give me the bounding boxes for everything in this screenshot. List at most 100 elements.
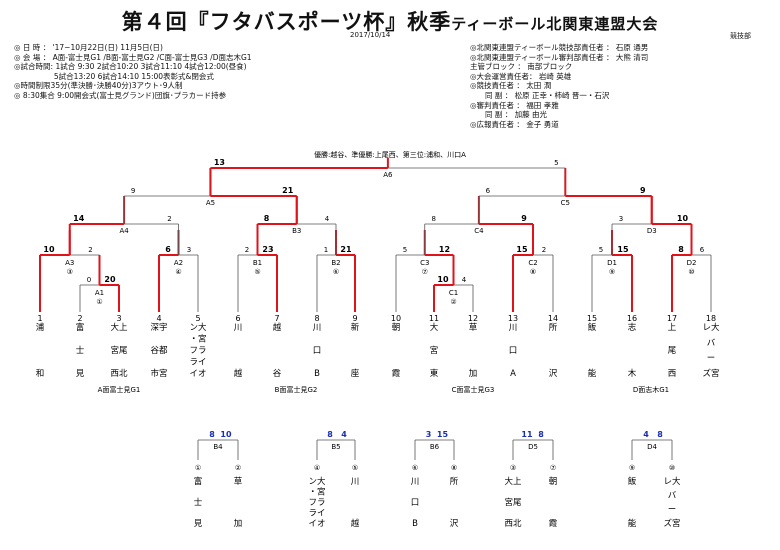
match-score: 3	[187, 246, 191, 254]
consolation-score: 11	[521, 430, 533, 439]
consolation-score: 8	[327, 430, 333, 439]
info-line: ◎広報責任者 ： 金子 勇道	[470, 119, 559, 129]
team-number: 4	[156, 314, 161, 323]
team-name: 所	[549, 322, 558, 333]
team-number: 1	[37, 314, 42, 323]
match-label: A2	[174, 259, 183, 267]
team-name: 加	[469, 368, 478, 379]
team-name: B	[412, 519, 418, 529]
team-name: 口	[313, 346, 322, 356]
department: 競技部	[730, 32, 751, 40]
team-number: 9	[352, 314, 357, 323]
match-label: A4	[120, 227, 130, 235]
team-name: A	[510, 369, 516, 379]
team-name: 大上	[504, 476, 522, 487]
team-name: 宮	[430, 345, 439, 356]
consolation-label: B4	[213, 443, 223, 451]
match-score: 2	[245, 246, 249, 254]
team-name: B	[314, 369, 320, 379]
match-score: 3	[619, 215, 623, 223]
match-score: 15	[516, 245, 528, 254]
team-number: 15	[587, 314, 597, 323]
team-name: ズ宮	[663, 518, 680, 529]
team-name: 深宇	[150, 322, 167, 333]
team-number: 7	[274, 314, 279, 323]
match-label: C5	[561, 199, 570, 207]
consolation-label: B5	[331, 443, 340, 451]
team-name: 越	[273, 322, 282, 333]
event-info: ◎ 日 時 ： '17−10月22日(日) 11月5日(日) ◎ 会 場 ： A…	[14, 43, 252, 101]
match-score: 21	[340, 245, 352, 254]
team-number: 14	[548, 314, 558, 323]
match-label: B3	[292, 227, 301, 235]
team-name: フラ	[308, 498, 325, 508]
consolation-score: 8	[209, 430, 215, 439]
match-number: ⑤	[352, 464, 358, 472]
match-score: 8	[678, 245, 684, 254]
team-name: 谷都	[150, 346, 168, 356]
team-name: 木	[628, 368, 637, 379]
team-name: ・宮	[308, 487, 325, 498]
team-name: 新	[351, 322, 360, 333]
match-score: 12	[439, 245, 450, 254]
team-name: 西	[668, 369, 677, 379]
team-name: レ大	[663, 476, 681, 487]
match-label: D3	[647, 227, 657, 235]
match-label: D2	[687, 259, 697, 267]
match-number: ③	[67, 268, 73, 276]
match-number: ②	[235, 464, 241, 472]
team-number: 18	[706, 314, 716, 323]
team-name: 見	[194, 519, 203, 529]
team-number: 8	[314, 314, 319, 323]
info-line: ◎審判責任者 ： 福田 孝雅	[470, 100, 559, 110]
consolation-label: D4	[647, 443, 657, 451]
team-name: フラ	[189, 346, 206, 356]
court-label: D面志木G1	[633, 385, 669, 394]
match-number: ⑥	[412, 464, 418, 472]
match-label: C2	[528, 259, 537, 267]
match-score: 13	[214, 158, 225, 167]
team-name: 富	[76, 322, 85, 333]
info-line: 5試合13:20 6試合14:10 15:00表彰式&閉会式	[14, 71, 214, 81]
match-number: ⑤	[254, 268, 260, 276]
team-name: 川	[234, 323, 243, 333]
match-label: C4	[474, 227, 484, 235]
consolation-label: D5	[528, 443, 538, 451]
match-number: ③	[510, 464, 516, 472]
match-score: 10	[437, 275, 449, 284]
team-name: 宮尾	[110, 345, 128, 356]
court-label: B面富士見G2	[275, 385, 318, 394]
info-line: ◎大会運営責任者： 岩崎 英雄	[470, 71, 572, 81]
match-score: 6	[486, 187, 491, 195]
team-name: ン大	[308, 476, 326, 487]
team-name: 尾	[668, 346, 677, 356]
result-summary: 優勝:越谷、準優勝:上尾西、第三位:浦和、川口A	[314, 150, 466, 159]
team-name: 志	[628, 322, 637, 333]
match-number: ⑩	[669, 464, 675, 472]
match-label: B2	[331, 259, 340, 267]
match-score: 5	[403, 246, 407, 254]
team-name: 口	[411, 498, 420, 508]
match-number: ①	[195, 464, 201, 472]
team-name: 川	[351, 477, 360, 487]
match-label: A1	[95, 289, 104, 297]
consolation-score: 8	[538, 430, 544, 439]
match-score: 6	[165, 245, 171, 254]
team-name: 飯	[588, 322, 597, 333]
team-number: 3	[116, 314, 121, 323]
info-line: ◎ 日 時 ： '17−10月22日(日) 11月5日(日)	[14, 43, 163, 52]
match-number: ⑨	[609, 268, 615, 276]
match-label: B1	[253, 259, 262, 267]
match-score: 15	[617, 245, 629, 254]
team-number: 12	[468, 314, 478, 323]
match-number: ⑩	[688, 268, 694, 276]
consolation-score: 8	[657, 430, 663, 439]
team-name: 西北	[504, 519, 522, 529]
team-name: 浦	[36, 322, 45, 333]
team-name: バ	[707, 338, 716, 348]
team-name: 霞	[392, 369, 401, 379]
match-score: 2	[88, 246, 92, 254]
staff-info: ◎北関東連盟ティーボール競技部責任者 ： 石原 通男 ◎北関東連盟ティーボール審…	[470, 43, 648, 129]
match-number: ④	[175, 268, 181, 276]
